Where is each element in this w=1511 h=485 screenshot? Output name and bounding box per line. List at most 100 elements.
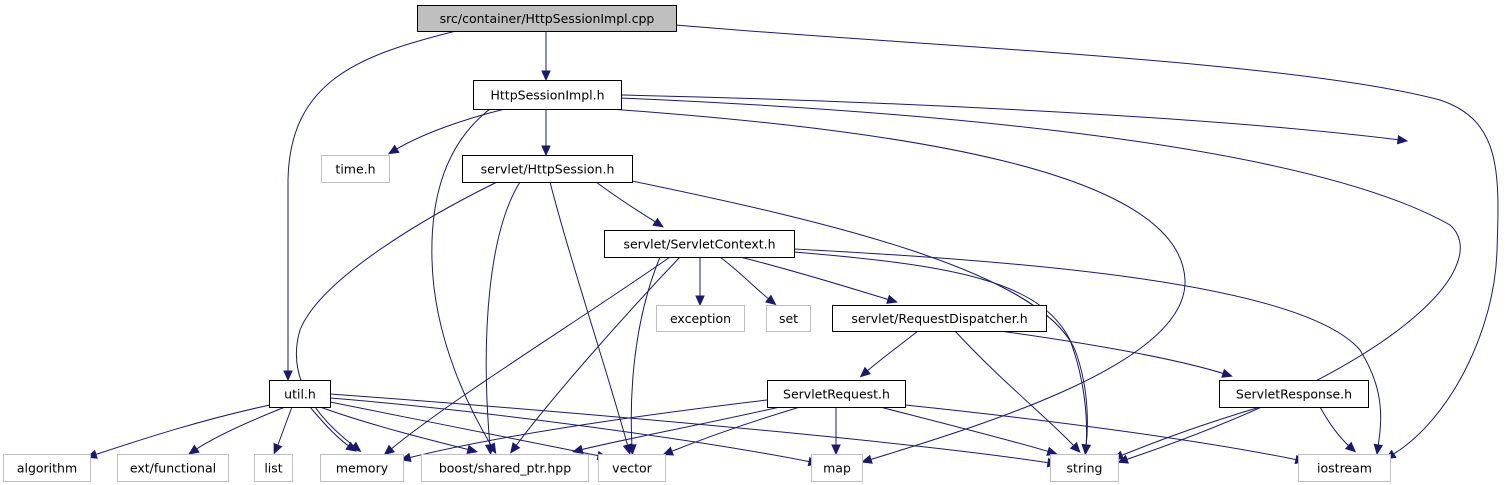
node-ServletContext-h[interactable]: servlet/ServletContext.h (604, 230, 795, 258)
node-label: time.h (335, 162, 375, 177)
edge-HttpSession_h-to-shared_ptr (484, 181, 521, 456)
node-label: src/container/HttpSessionImpl.cpp (440, 11, 655, 26)
node-HttpSessionImpl-h[interactable]: HttpSessionImpl.h (473, 80, 622, 110)
arrowhead (345, 441, 357, 452)
node-label: algorithm (17, 461, 77, 476)
node-algorithm: algorithm (3, 454, 91, 482)
node-label: list (264, 461, 282, 476)
arrowhead (273, 442, 283, 455)
edge-util_h-to-memory (309, 406, 357, 452)
node-label: HttpSessionImpl.h (491, 88, 605, 103)
edge-util_h-to-algorithm (86, 404, 271, 459)
edge-HttpSessionImpl_h-to-iostream (620, 94, 1409, 145)
node-label: util.h (284, 387, 316, 402)
node-RequestDispatcher-h[interactable]: servlet/RequestDispatcher.h (832, 305, 1047, 332)
arrowhead (466, 444, 478, 455)
edge-root-to-HttpSessionImpl_h (541, 31, 551, 82)
node-label: map (823, 461, 851, 476)
node-label: servlet/HttpSession.h (481, 162, 615, 177)
edge-HttpSessionImpl_h-to-HttpSession_h (541, 109, 551, 157)
node-box (1050, 454, 1119, 482)
arrowhead (188, 444, 200, 455)
node-box (767, 380, 906, 408)
node-box (417, 5, 677, 32)
arrowhead (541, 145, 551, 157)
edge-util_h-to-list (273, 406, 293, 455)
node-label: memory (336, 461, 389, 476)
arrowhead (383, 444, 395, 456)
edge-HttpSessionImpl_h-to-time_h (387, 108, 506, 155)
node-vector: vector (598, 454, 666, 482)
node-box (656, 305, 745, 332)
node-string: string (1050, 454, 1119, 482)
node-label: exception (670, 311, 731, 326)
arrowhead (886, 294, 898, 304)
edge-ServletContext_h-to-exception (695, 257, 705, 307)
node-box (473, 80, 622, 110)
arrowhead (541, 70, 551, 82)
arrowhead (1221, 368, 1233, 378)
node-box (3, 454, 91, 482)
edge-ServletRequest_h-to-shared_ptr (572, 406, 781, 455)
node-label: ext/functional (130, 461, 216, 476)
node-box (832, 305, 1047, 332)
edge-HttpSession_h-to-vector (549, 181, 632, 455)
edge-ServletContext_h-to-string (793, 251, 1091, 456)
edge-RequestDispatcher_h-to-string (954, 330, 1081, 453)
node-label: iostream (1317, 461, 1372, 476)
arrowhead (765, 294, 777, 306)
arrowhead (1373, 443, 1384, 456)
arrowhead (387, 144, 400, 155)
node-box (1219, 380, 1369, 408)
edge-ServletContext_h-to-memory (383, 256, 671, 456)
node-HttpSession-h[interactable]: servlet/HttpSession.h (462, 155, 633, 183)
node-memory: memory (320, 454, 404, 482)
node-map: map (811, 454, 863, 482)
node-box (598, 454, 666, 482)
arrowhead (1344, 441, 1357, 453)
edge-RequestDispatcher_h-to-ServletRequest_h (859, 330, 919, 378)
node-shared-ptr: boost/shared_ptr.hpp (421, 454, 589, 482)
edge-ServletRequest_h-to-map (831, 407, 841, 456)
edge-ServletContext_h-to-vector (627, 256, 661, 456)
node-root[interactable]: src/container/HttpSessionImpl.cpp (417, 5, 677, 32)
node-box (766, 305, 811, 332)
arrowhead (861, 454, 873, 464)
node-label: servlet/RequestDispatcher.h (851, 311, 1027, 326)
edge-ServletContext_h-to-shared_ptr (510, 256, 681, 454)
node-exception: exception (656, 305, 745, 332)
node-ServletResponse-h[interactable]: ServletResponse.h (1219, 380, 1369, 408)
node-label: ServletRequest.h (783, 387, 890, 402)
nodes-layer: src/container/HttpSessionImpl.cppHttpSes… (3, 5, 1391, 482)
arrowhead (1396, 134, 1409, 145)
node-box (462, 155, 633, 183)
edge-HttpSession_h-to-ServletContext_h (595, 181, 664, 228)
node-set: set (766, 305, 811, 332)
edge-HttpSessionImpl_h-to-string (620, 97, 1461, 464)
edge-ServletRequest_h-to-vector (662, 406, 801, 456)
node-box (320, 454, 404, 482)
arrowhead (652, 217, 664, 228)
node-ext-functional: ext/functional (117, 454, 229, 482)
node-util-h[interactable]: util.h (269, 380, 331, 408)
edge-util_h-to-ext_functional (188, 406, 286, 455)
edge-ServletRequest_h-to-memory (400, 399, 768, 463)
edge-ServletContext_h-to-iostream (793, 248, 1384, 456)
arrowhead (627, 444, 637, 456)
edge-HttpSessionImpl_h-to-map (609, 108, 1186, 464)
arrowhead (695, 295, 705, 307)
node-list: list (254, 454, 293, 482)
node-label: set (779, 311, 798, 326)
edge-util_h-to-shared_ptr (319, 406, 478, 455)
edge-RequestDispatcher_h-to-ServletResponse_h (999, 330, 1233, 378)
node-ServletRequest-h[interactable]: ServletRequest.h (767, 380, 906, 408)
node-label: vector (612, 461, 653, 476)
arrowhead (662, 446, 675, 456)
arrowhead (831, 444, 841, 456)
node-box (269, 380, 331, 408)
edge-root-to-util_h (283, 30, 457, 382)
edge-ServletContext_h-to-RequestDispatcher_h (739, 256, 898, 304)
node-label: string (1067, 461, 1103, 476)
arrowhead (283, 370, 293, 382)
